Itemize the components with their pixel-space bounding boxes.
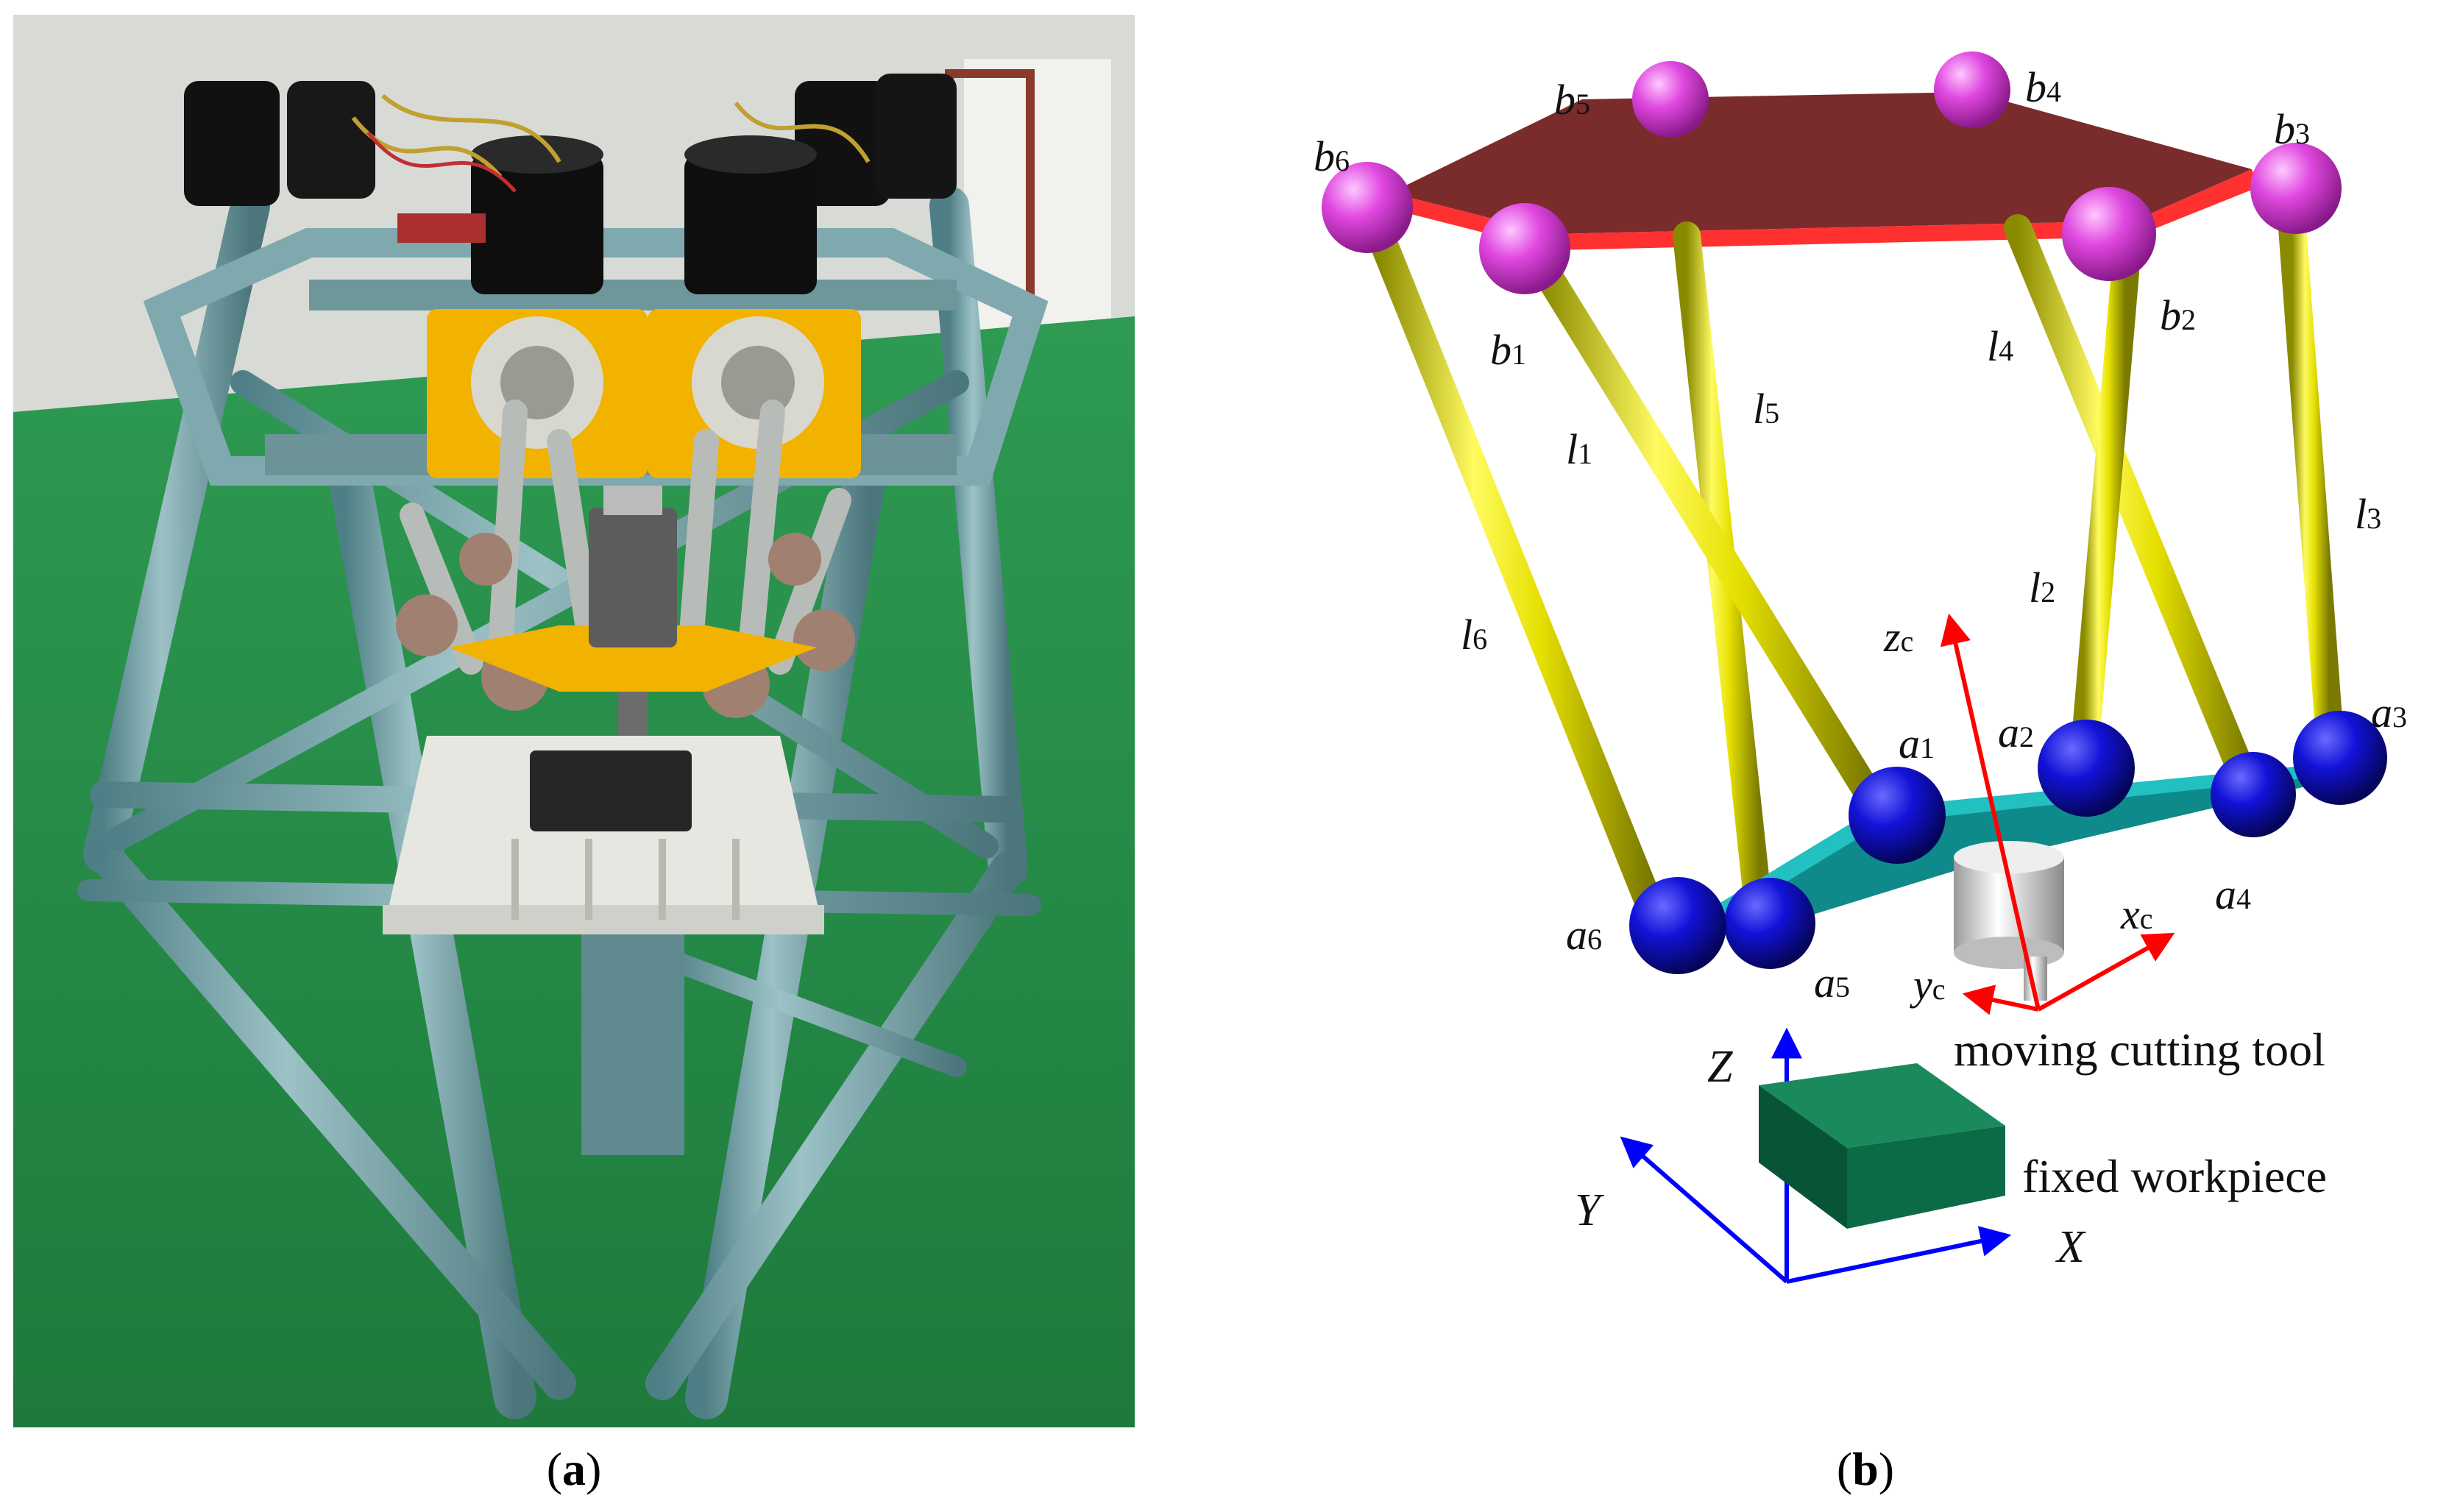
tool-frame (1940, 613, 2175, 1015)
tool-bottom (1954, 937, 2064, 969)
tool-top (1954, 841, 2064, 873)
label-xc: xc (2120, 890, 2153, 938)
joint-b1 (1479, 203, 1570, 294)
label-l6: l6 (1461, 611, 1487, 659)
photo-vise (530, 750, 692, 831)
top-platform-edge (1391, 169, 2259, 250)
caption-a-letter: a (562, 1443, 586, 1495)
label-l4: l4 (1987, 322, 2013, 370)
top-joints (1322, 52, 2342, 294)
photo-table-stand (581, 934, 684, 1155)
label-a5: a5 (1814, 959, 1850, 1007)
leg-labels: l1 l2 l3 l4 l5 l6 (1461, 322, 2381, 659)
photo-worktable-slots (511, 839, 740, 920)
axis-xc-arrow (2037, 932, 2175, 1012)
tool-axis-labels: zc xc yc (1883, 613, 2153, 1009)
leg-l2 (2070, 258, 2139, 770)
label-a6: a6 (1566, 911, 1602, 959)
label-l1: l1 (1566, 425, 1592, 473)
label-world-z: Z (1707, 1042, 1733, 1092)
joint-b3 (2250, 143, 2342, 234)
axis-y-arrow (1620, 1136, 1788, 1284)
top-platform (1391, 92, 2252, 234)
label-l2: l2 (2029, 564, 2055, 611)
workpiece (1759, 1063, 2005, 1229)
annotation-tool: moving cutting tool (1954, 1023, 2325, 1076)
joint-a2 (2038, 720, 2135, 817)
caption-b: (b) (1837, 1443, 1894, 1495)
workpiece-side (1759, 1085, 1847, 1229)
panel-a-photo (13, 15, 1135, 1427)
leg-l3 (2278, 214, 2343, 742)
photo-frame (77, 186, 1041, 1419)
axis-yc-arrow (1962, 984, 2039, 1015)
label-b4: b4 (2025, 63, 2061, 111)
photo-top-beam (309, 280, 957, 310)
joint-a6 (1629, 877, 1726, 974)
caption-b-letter: b (1852, 1443, 1879, 1495)
caption-a: (a) (547, 1443, 602, 1495)
leg-l4 (2004, 214, 2262, 801)
joint-b6 (1322, 162, 1413, 253)
photo-spindle (589, 508, 677, 647)
label-l5: l5 (1753, 385, 1779, 433)
joint-b4 (1934, 52, 2010, 128)
label-zc: zc (1883, 613, 1913, 661)
photo-legs (400, 400, 851, 675)
bottom-joints (1629, 711, 2387, 974)
joint-b5 (1632, 61, 1709, 138)
joint-a3 (2293, 711, 2387, 805)
photo-worktable-front (383, 905, 824, 934)
label-world-x: X (2055, 1222, 2086, 1272)
label-a4: a4 (2215, 870, 2251, 918)
label-a3: a3 (2371, 689, 2407, 737)
photo-motors (184, 74, 957, 294)
label-b3: b3 (2274, 105, 2310, 153)
label-b1: b1 (1490, 326, 1526, 374)
photo-moving-platform (449, 625, 817, 692)
cutting-tool (1954, 841, 2064, 1001)
workpiece-top (1759, 1063, 2005, 1148)
label-b2: b2 (2160, 291, 2196, 339)
annotation-workpiece: fixed workpiece (2022, 1150, 2327, 1202)
photo-yellow-plates (427, 309, 861, 478)
panel-b-diagram (1322, 52, 2387, 1284)
axis-zc-arrow (1940, 613, 2041, 1010)
label-world-y: Y (1575, 1185, 1604, 1235)
photo-spindle-top (603, 486, 662, 515)
photo-worktable (383, 736, 824, 934)
label-yc: yc (1910, 961, 1946, 1009)
photo-top-frame (143, 228, 1049, 486)
label-b5: b5 (1554, 76, 1590, 124)
legs (1366, 214, 2343, 925)
label-a1: a1 (1899, 720, 1935, 767)
world-axis-labels: Z Y X (1575, 1042, 2086, 1272)
joint-b2 (2062, 187, 2156, 281)
joint-labels: b6 b5 b4 b3 b1 b2 a1 a2 a3 a4 a5 a6 (1314, 63, 2407, 1007)
label-b6: b6 (1314, 132, 1350, 180)
photo-joints (396, 533, 855, 718)
leg-l1 (1528, 251, 1883, 809)
label-l3: l3 (2355, 490, 2381, 538)
label-a2: a2 (1998, 709, 2034, 756)
workpiece-front (1847, 1126, 2005, 1229)
joint-a1 (1849, 767, 1946, 864)
axis-x-arrow (1786, 1226, 2012, 1284)
joint-a5 (1724, 878, 1815, 969)
joint-a4 (2211, 752, 2296, 837)
leg-l6 (1366, 220, 1662, 915)
